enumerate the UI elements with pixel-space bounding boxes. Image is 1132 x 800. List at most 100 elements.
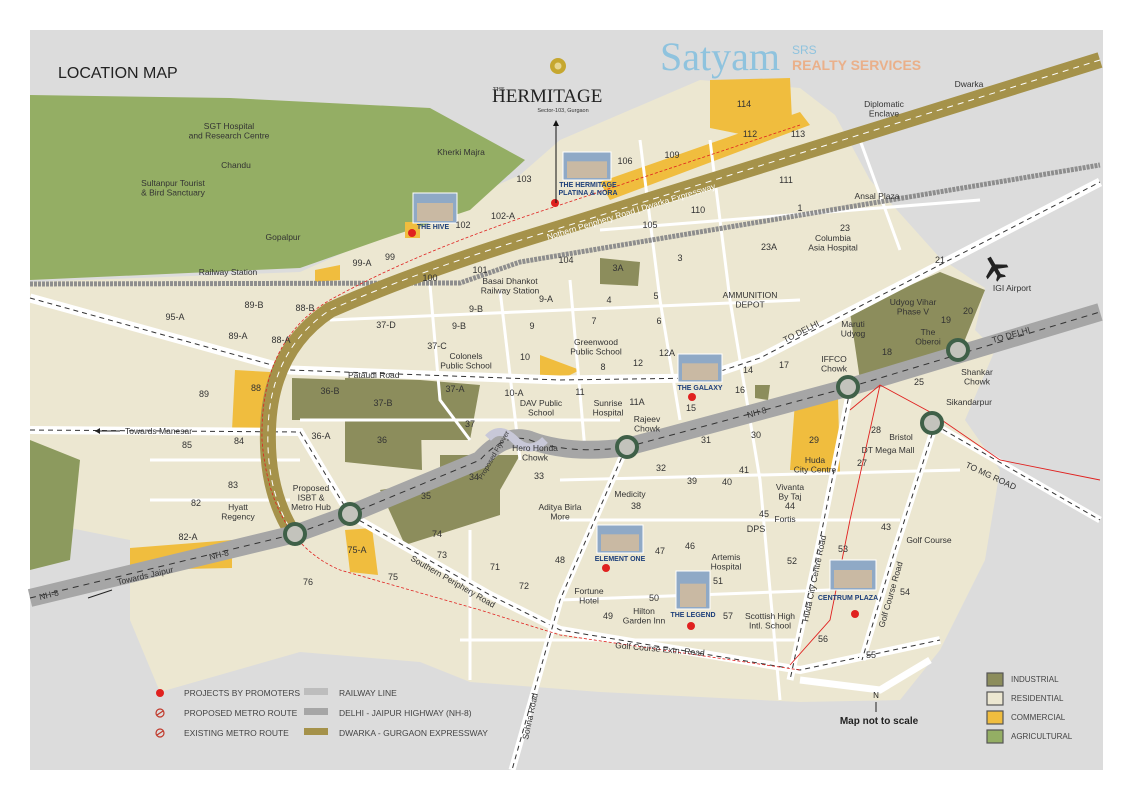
sector-label: 76 [303, 577, 313, 587]
sector-label: 3 [677, 253, 682, 263]
place-label: Ansal Plaza [855, 191, 900, 201]
proposed-flyover [485, 428, 548, 452]
sector-label: 31 [701, 435, 711, 445]
legend-label: COMMERCIAL [1011, 713, 1066, 722]
sector-label: 43 [881, 522, 891, 532]
sector-label: 9-B [469, 304, 483, 314]
project-label[interactable]: PLATINA & NORA [558, 190, 617, 197]
sector-label: 74 [432, 529, 442, 539]
sector-label: 12A [659, 348, 675, 358]
chowk-circle [920, 411, 944, 435]
sector-label: 8 [600, 362, 605, 372]
sector-label: 47 [655, 546, 665, 556]
sector-label: 57 [723, 611, 733, 621]
sector-label: 33 [534, 471, 544, 481]
sector-label: 36-B [320, 386, 339, 396]
project-label[interactable]: CENTRUM PLAZA [818, 595, 878, 602]
legend-label: PROPOSED METRO ROUTE [184, 708, 298, 718]
sector-label: 9-A [539, 294, 553, 304]
project-marker[interactable] [602, 564, 610, 572]
legend-label: AGRICULTURAL [1011, 732, 1073, 741]
legend-swatch [986, 691, 1004, 706]
sector-label: 89 [199, 389, 209, 399]
sector-label: 82-A [178, 532, 197, 542]
sector-label: 35 [421, 491, 431, 501]
sector-label: 112 [743, 129, 757, 139]
place-label: Chandu [221, 160, 251, 170]
sector-label: 11A [629, 397, 644, 407]
sector-label: 21 [935, 255, 945, 265]
metro-icon [155, 728, 165, 738]
sector-label: 102 [455, 220, 470, 230]
place-label: Sikandarpur [946, 397, 992, 407]
project-marker[interactable] [851, 610, 859, 618]
sector-label: 111 [779, 175, 793, 185]
project-building [417, 203, 453, 221]
project-label[interactable]: ELEMENT ONE [595, 556, 646, 563]
sector-label: 37-A [445, 384, 464, 394]
sector-label: 52 [787, 556, 797, 566]
place-label: Kherki Majra [437, 147, 485, 157]
scale-note: Map not to scale [840, 716, 919, 727]
legend-label: DELHI - JAIPUR HIGHWAY (NH-8) [339, 708, 472, 718]
sector-label: 113 [791, 129, 805, 139]
sector-label: 17 [779, 360, 789, 370]
project-marker[interactable] [551, 199, 559, 207]
airplane-icon [986, 256, 1009, 282]
project-label[interactable]: THE GALAXY [677, 385, 722, 392]
svg-text:REALTY SERVICES: REALTY SERVICES [792, 57, 921, 73]
sector-label: 101 [472, 265, 487, 275]
sector-label: 18 [882, 347, 892, 357]
sector-label: 37-D [376, 320, 396, 330]
sector-label: 39 [687, 476, 697, 486]
sector-label: 73 [437, 550, 447, 560]
project-label[interactable]: THE LEGEND [670, 612, 715, 619]
sector-label: 46 [685, 541, 695, 551]
place-label: IGI Airport [993, 283, 1032, 293]
railway-line [29, 162, 1101, 287]
sector-label: 38 [631, 501, 641, 511]
sector-label: 4 [606, 295, 611, 305]
project-marker[interactable] [687, 622, 695, 630]
sector-label: 99 [385, 252, 395, 262]
legend-label: PROJECTS BY PROMOTERS [184, 688, 300, 698]
sector-label: 14 [743, 365, 753, 375]
arrow-left-icon [87, 589, 113, 599]
sector-label: 5 [653, 291, 658, 301]
legend-swatch [304, 688, 328, 695]
place-label: Gopalpur [266, 232, 301, 242]
chowk-circle [836, 375, 860, 399]
arrow-head-icon [95, 428, 100, 434]
sector-label: 82 [191, 498, 201, 508]
sector-label: 53 [838, 544, 848, 554]
sector-label: 50 [649, 593, 659, 603]
svg-text:Sector-103, Gurgaon: Sector-103, Gurgaon [537, 108, 588, 114]
sector-label: 9-B [452, 321, 466, 331]
sector-label: 36 [377, 435, 387, 445]
sector-label: 102-A [491, 211, 515, 221]
project-marker[interactable] [688, 393, 696, 401]
sector-label: 83 [228, 480, 238, 490]
project-marker[interactable] [408, 229, 416, 237]
project-building [682, 363, 718, 380]
project-label[interactable]: THE HIVE [417, 224, 450, 231]
sector-label: 32 [656, 463, 666, 473]
sector-label: 105 [642, 220, 657, 230]
hermitage-logo: THE HERMITAGE Sector-103, Gurgaon [492, 58, 602, 114]
project-label[interactable]: THE HERMITAGE [559, 182, 617, 189]
place-label: Bristol [889, 432, 913, 442]
legend-swatch [304, 708, 328, 715]
north-indicator: N [873, 691, 879, 700]
sector-label: 37-C [427, 341, 447, 351]
